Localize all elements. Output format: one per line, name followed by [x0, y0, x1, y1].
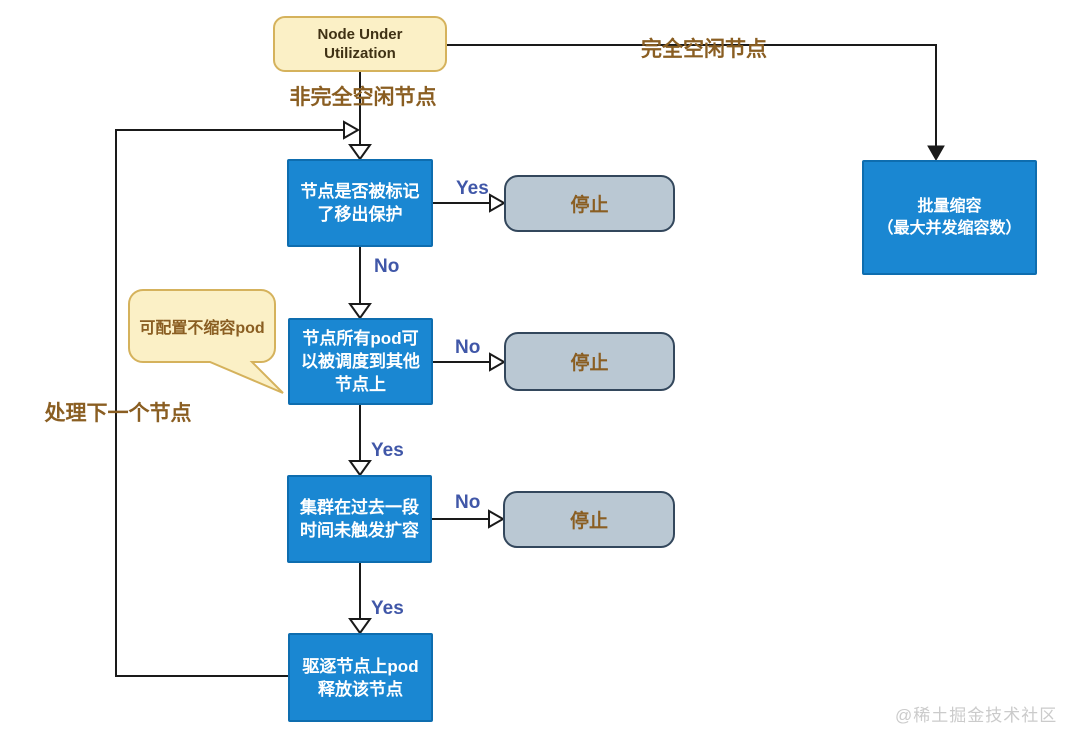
- node-batch-scale-down: 批量缩容 （最大并发缩容数）: [862, 160, 1037, 275]
- node-text-line: 释放该节点: [318, 679, 403, 699]
- node-text-line: 节点是否被标记: [300, 182, 420, 201]
- node-text-line: 时间未触发扩容: [300, 521, 419, 540]
- edge-label-d3-no: No: [455, 492, 481, 513]
- node-stop1: 停止: [504, 175, 675, 232]
- arrowhead-into-decision3: [348, 460, 372, 477]
- stop-label: 停止: [570, 353, 609, 374]
- arrowhead-into-stop1: [489, 193, 507, 213]
- arrowhead-into-decision1: [348, 144, 372, 161]
- edge-label-d1-yes: Yes: [456, 178, 489, 199]
- arrowhead-into-stop3: [488, 509, 506, 529]
- node-decision3: 集群在过去一段 时间未触发扩容: [287, 475, 432, 563]
- node-text-line: 批量缩容: [917, 197, 982, 215]
- node-decision1: 节点是否被标记 了移出保护: [287, 159, 433, 247]
- node-text-line: Node Under: [317, 26, 403, 43]
- arrowhead-loopback: [343, 120, 361, 140]
- arrowhead-into-stop2: [489, 352, 507, 372]
- edge-label-d2-yes: Yes: [371, 440, 404, 461]
- stop-label: 停止: [570, 195, 609, 216]
- node-text-line: 以被调度到其他: [301, 352, 420, 371]
- node-start: Node Under Utilization: [273, 16, 447, 72]
- node-text-line: 驱逐节点上pod: [302, 656, 419, 676]
- arrowhead-into-evict: [348, 618, 372, 635]
- edge-label-d1-no: No: [374, 256, 400, 277]
- edge-label-process-next: 处理下一个节点: [44, 402, 192, 425]
- stop-label: 停止: [569, 511, 608, 532]
- edge-label-d2-no: No: [455, 337, 481, 358]
- node-text-line: 了移出保护: [317, 205, 403, 224]
- node-text-line: Utilization: [324, 45, 396, 62]
- watermark: @稀土掘金技术社区: [895, 706, 1058, 725]
- node-text-line: 集群在过去一段: [300, 498, 419, 517]
- callout-bubble-shape: [128, 289, 284, 394]
- node-stop2: 停止: [504, 332, 675, 391]
- node-text-line: 节点所有pod可: [302, 329, 419, 348]
- node-evict: 驱逐节点上pod 释放该节点: [288, 633, 433, 722]
- node-text-line: （最大并发缩容数）: [877, 219, 1022, 237]
- connector-start-to-batch: [447, 44, 937, 146]
- node-text-line: 节点上: [335, 375, 386, 394]
- edge-label-d3-yes: Yes: [371, 598, 404, 619]
- arrowhead-into-batch: [927, 145, 945, 162]
- node-stop3: 停止: [503, 491, 675, 548]
- edge-label-not-fully-idle: 非完全空闲节点: [289, 86, 437, 109]
- connector-evict-loopback: [115, 129, 344, 677]
- node-decision2: 节点所有pod可 以被调度到其他 节点上: [288, 318, 433, 405]
- arrowhead-into-decision2: [348, 303, 372, 320]
- edge-label-fully-idle: 完全空闲节点: [641, 38, 767, 61]
- callout-text: 可配置不缩容pod: [139, 320, 265, 337]
